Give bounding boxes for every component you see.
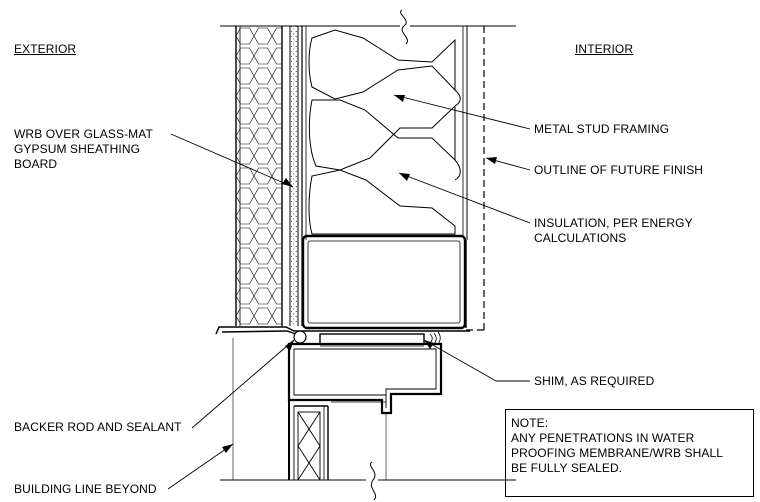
note-line: ANY PENETRATIONS IN WATER xyxy=(511,431,695,445)
leader-backer-rod xyxy=(191,339,295,429)
backer-rod-label: BACKER ROD AND SEALANT xyxy=(14,420,182,434)
future-finish-outline xyxy=(466,26,485,331)
building-line-label: BUILDING LINE BEYOND xyxy=(14,482,157,496)
leader-building-line xyxy=(167,443,234,490)
wrb-label-line: GYPSUM SHEATHING xyxy=(14,142,141,156)
note-line: BE FULLY SEALED. xyxy=(511,461,623,475)
exterior-insulation-panel xyxy=(235,26,283,326)
exterior-label: EXTERIOR xyxy=(14,42,77,56)
insulation-label-line: CALCULATIONS xyxy=(534,231,627,245)
wrb-label-line: WRB OVER GLASS-MAT xyxy=(14,127,153,141)
leader-wrb xyxy=(170,133,294,188)
leader-insulation xyxy=(398,172,531,224)
metal-stud-label: METAL STUD FRAMING xyxy=(534,122,670,136)
metal-stud xyxy=(301,26,468,326)
insulation-label-line: INSULATION, PER ENERGY xyxy=(534,216,693,230)
gypsum-sheathing xyxy=(289,26,299,326)
window-frame xyxy=(287,342,443,480)
wrb-label-line: BOARD xyxy=(14,157,58,171)
note-title: NOTE: xyxy=(511,416,549,430)
wrb-label: WRB OVER GLASS-MAT GYPSUM SHEATHING BOAR… xyxy=(14,127,153,172)
head-track xyxy=(301,234,467,330)
glazing-unit xyxy=(297,411,321,481)
interior-label: INTERIOR xyxy=(575,42,634,56)
leader-metal-stud xyxy=(393,94,531,130)
leader-lines xyxy=(167,94,531,490)
insulation-label: INSULATION, PER ENERGY CALCULATIONS xyxy=(534,216,693,246)
sill-flashing xyxy=(215,326,470,335)
note-text: NOTE: ANY PENETRATIONS IN WATER PROOFING… xyxy=(511,416,723,476)
arrowheads xyxy=(222,95,497,453)
backer-rod xyxy=(293,330,307,344)
note-box: NOTE: ANY PENETRATIONS IN WATER PROOFING… xyxy=(505,409,754,497)
future-finish-label: OUTLINE OF FUTURE FINISH xyxy=(534,163,704,177)
building-line-beyond xyxy=(232,338,387,480)
bottom-break-line xyxy=(220,461,516,501)
shim-label: SHIM, AS REQUIRED xyxy=(534,374,655,388)
batt-insulation xyxy=(308,29,461,235)
note-line: PROOFING MEMBRANE/WRB SHALL xyxy=(511,446,724,460)
